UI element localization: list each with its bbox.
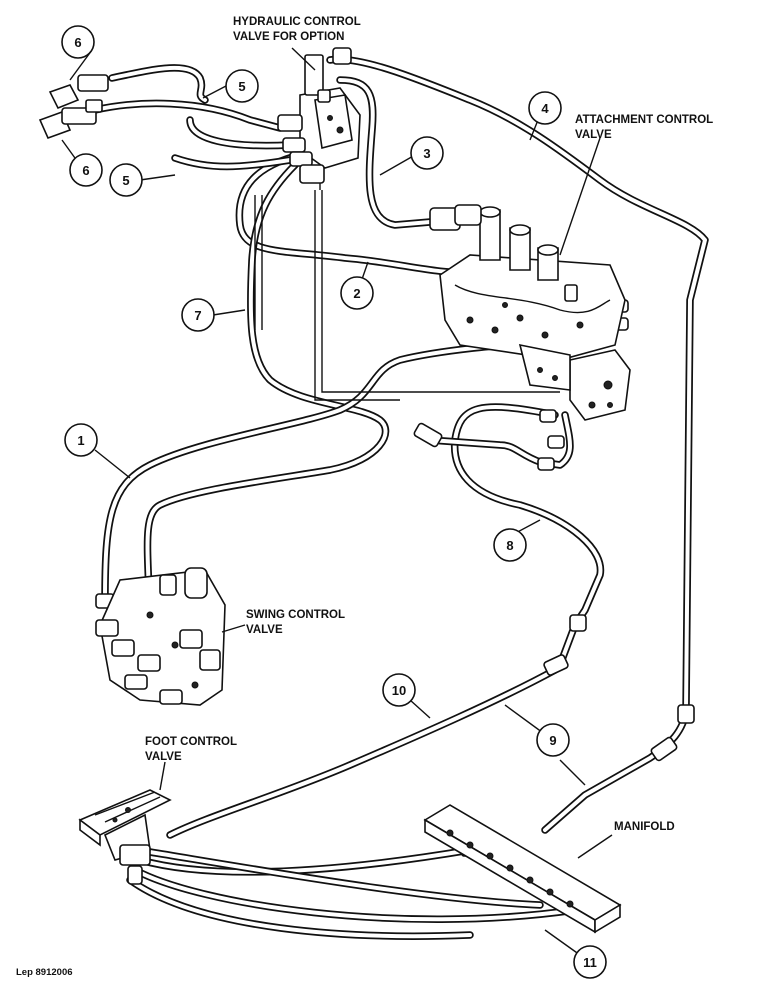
- svg-text:8: 8: [506, 538, 513, 553]
- hydraulic-control-valve-option: [277, 47, 361, 184]
- callout-10: 10: [382, 673, 416, 707]
- svg-text:9: 9: [549, 733, 556, 748]
- svg-text:6: 6: [74, 35, 81, 50]
- foot-control-valve: [78, 789, 172, 885]
- svg-text:10: 10: [392, 683, 406, 698]
- callout-4: 4: [528, 91, 562, 125]
- svg-text:4: 4: [541, 101, 549, 116]
- attachment-control-valve: [429, 204, 631, 421]
- svg-text:1: 1: [77, 433, 84, 448]
- svg-text:5: 5: [122, 173, 129, 188]
- manifold-block: [423, 804, 622, 934]
- svg-text:SWING CONTROL: SWING CONTROL: [246, 609, 345, 621]
- svg-text:MANIFOLD: MANIFOLD: [614, 821, 675, 833]
- callout-11: 11: [573, 945, 607, 979]
- callout-2: 2: [340, 276, 374, 310]
- callout-5-upper: 5: [225, 69, 259, 103]
- callout-9: 9: [536, 723, 570, 757]
- callout-6-lower: 6: [69, 153, 103, 187]
- svg-text:VALVE: VALVE: [145, 751, 182, 763]
- label-manifold: MANIFOLD: [614, 821, 675, 833]
- svg-text:VALVE FOR OPTION: VALVE FOR OPTION: [233, 31, 344, 43]
- callout-5-lower: 5: [109, 163, 143, 197]
- callout-6-upper: 6: [61, 25, 95, 59]
- callout-1: 1: [64, 423, 98, 457]
- svg-text:ATTACHMENT CONTROL: ATTACHMENT CONTROL: [575, 114, 713, 126]
- piping: [91, 55, 709, 940]
- svg-text:HYDRAULIC CONTROL: HYDRAULIC CONTROL: [233, 16, 361, 28]
- callout-7: 7: [181, 298, 215, 332]
- svg-text:7: 7: [194, 308, 201, 323]
- swing-control-valve: [95, 567, 226, 706]
- callout-3: 3: [410, 136, 444, 170]
- plug-fittings: [38, 74, 109, 140]
- svg-text:VALVE: VALVE: [246, 624, 283, 636]
- callout-8: 8: [493, 528, 527, 562]
- svg-text:11: 11: [583, 955, 597, 970]
- svg-text:FOOT CONTROL: FOOT CONTROL: [145, 736, 237, 748]
- svg-text:3: 3: [423, 146, 430, 161]
- label-attachment-control-valve: ATTACHMENT CONTROL VALVE: [575, 114, 713, 141]
- label-foot-control-valve: FOOT CONTROL VALVE: [145, 736, 237, 763]
- svg-text:Lep 8912006: Lep 8912006: [16, 967, 73, 978]
- label-swing-control-valve: SWING CONTROL VALVE: [246, 609, 345, 636]
- svg-text:VALVE: VALVE: [575, 129, 612, 141]
- svg-text:2: 2: [353, 286, 360, 301]
- svg-text:5: 5: [238, 79, 245, 94]
- reference-code: Lep 8912006: [16, 967, 73, 978]
- svg-text:6: 6: [82, 163, 89, 178]
- label-hydraulic-control-valve: HYDRAULIC CONTROL VALVE FOR OPTION: [233, 16, 361, 43]
